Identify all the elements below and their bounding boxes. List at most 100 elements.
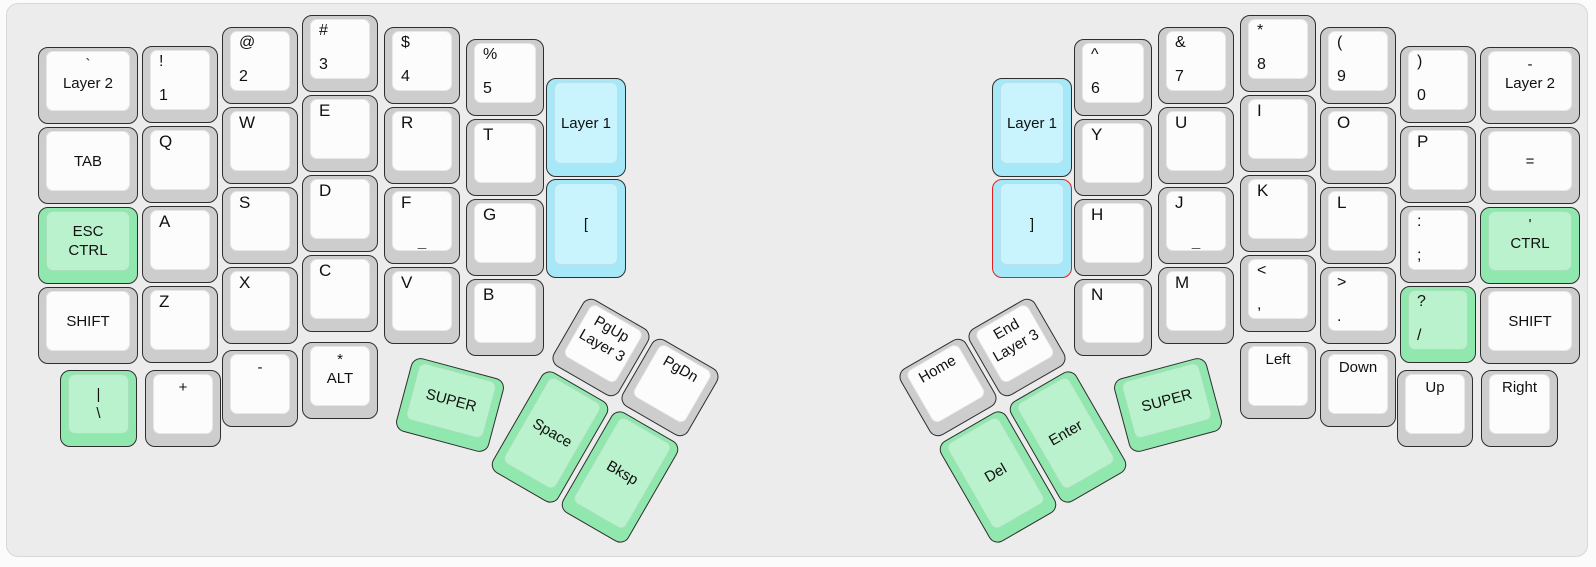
key-v[interactable]: V: [384, 267, 460, 344]
key-label: V: [401, 273, 413, 292]
key-m[interactable]: M: [1158, 267, 1234, 344]
key-label: 3: [319, 56, 328, 73]
key-left-arrow[interactable]: Left: [1240, 342, 1316, 419]
key-label: Layer 1: [560, 114, 612, 132]
key-u[interactable]: U: [1158, 107, 1234, 184]
key-pipe-backslash[interactable]: |\: [60, 370, 137, 447]
key-label: *: [337, 351, 343, 368]
key-p[interactable]: P: [1400, 126, 1476, 203]
key-lparen-9[interactable]: (9: [1320, 27, 1396, 104]
key-w[interactable]: W: [222, 107, 298, 184]
key-minus[interactable]: -: [222, 350, 298, 427]
key-hash-3[interactable]: #3: [302, 15, 378, 92]
keycap-top: Down: [1328, 354, 1388, 414]
keycap-top: *8: [1248, 19, 1308, 79]
key-lbracket[interactable]: [: [546, 179, 626, 278]
homing-bar: _: [417, 233, 427, 250]
key-c[interactable]: C: [302, 255, 378, 332]
key-tab[interactable]: TAB: [38, 127, 138, 204]
key-h[interactable]: H: [1074, 199, 1152, 276]
keycap-top: W: [230, 111, 290, 171]
key-lt-comma[interactable]: <,: [1240, 255, 1316, 332]
key-right-arrow[interactable]: Right: [1481, 370, 1558, 447]
key-a[interactable]: A: [142, 206, 218, 283]
key-amp-7[interactable]: &7: [1158, 27, 1234, 104]
key-label: Bksp: [603, 457, 641, 489]
key-label: Enter: [1045, 416, 1086, 450]
key-y[interactable]: Y: [1074, 119, 1152, 196]
key-x[interactable]: X: [222, 267, 298, 344]
keycap-top: T: [474, 123, 536, 183]
key-label: 0: [1417, 87, 1426, 104]
keycap-top: Left: [1248, 346, 1308, 406]
key-label: ESC: [72, 223, 104, 240]
key-f[interactable]: F_: [384, 187, 460, 264]
key-t[interactable]: T: [466, 119, 544, 196]
keycap-top: Q: [150, 130, 210, 190]
key-label: SUPER: [1139, 385, 1194, 416]
keycap-top: K: [1248, 179, 1308, 239]
key-at-2[interactable]: @2: [222, 27, 298, 104]
key-label: `: [85, 56, 91, 73]
key-layer1-left[interactable]: Layer 1: [546, 78, 626, 177]
keycap-top: Y: [1082, 123, 1144, 183]
key-label: &: [1175, 34, 1186, 51]
key-colon-semicolon[interactable]: :;: [1400, 206, 1476, 283]
keycap-top: #3: [310, 19, 370, 79]
key-equals[interactable]: =: [1480, 127, 1580, 204]
keycap-top: %5: [474, 43, 536, 103]
key-plus[interactable]: +: [145, 370, 221, 447]
key-d[interactable]: D: [302, 175, 378, 252]
key-rbracket[interactable]: ]: [992, 179, 1072, 278]
key-g[interactable]: G: [466, 199, 544, 276]
key-percent-5[interactable]: %5: [466, 39, 544, 116]
key-star-alt[interactable]: *ALT: [302, 342, 378, 419]
key-gt-period[interactable]: >.: [1320, 267, 1396, 344]
key-label: =: [1525, 152, 1535, 170]
key-z[interactable]: Z: [142, 286, 218, 363]
key-label: C: [319, 261, 332, 280]
keycap-top: J_: [1166, 191, 1226, 251]
key-label: L: [1337, 193, 1347, 212]
key-minus-layer2[interactable]: -Layer 2: [1480, 47, 1580, 124]
key-shift-right[interactable]: SHIFT: [1480, 287, 1580, 364]
key-label: E: [319, 101, 331, 120]
key-r[interactable]: R: [384, 107, 460, 184]
key-exclam-1[interactable]: !1: [142, 46, 218, 123]
key-j[interactable]: J_: [1158, 187, 1234, 264]
keycap-top: $4: [392, 31, 452, 91]
key-i[interactable]: I: [1240, 95, 1316, 172]
key-label: Up: [1425, 379, 1445, 396]
key-question-slash[interactable]: ?/: [1400, 286, 1476, 363]
key-label: -: [257, 359, 263, 376]
key-layer2-left[interactable]: `Layer 2: [38, 47, 138, 124]
keycap-top: D: [310, 179, 370, 239]
key-n[interactable]: N: [1074, 279, 1152, 356]
key-l[interactable]: L: [1320, 187, 1396, 264]
key-caret-6[interactable]: ^6: [1074, 39, 1152, 116]
key-layer1-right[interactable]: Layer 1: [992, 78, 1072, 177]
key-rparen-0[interactable]: )0: [1400, 46, 1476, 123]
key-s[interactable]: S: [222, 187, 298, 264]
key-down-arrow[interactable]: Down: [1320, 350, 1396, 427]
key-q[interactable]: Q: [142, 126, 218, 203]
key-star-8[interactable]: *8: [1240, 15, 1316, 92]
key-quote-ctrl[interactable]: 'CTRL: [1480, 207, 1580, 284]
keycap-top: [: [554, 183, 618, 265]
key-label: <: [1257, 262, 1267, 279]
keycap-top: Layer 1: [554, 82, 618, 164]
keycap-top: V: [392, 271, 452, 331]
key-k[interactable]: K: [1240, 175, 1316, 252]
key-dollar-4[interactable]: $4: [384, 27, 460, 104]
key-e[interactable]: E: [302, 95, 378, 172]
keycap-top: )0: [1408, 50, 1468, 110]
keycap-top: 'CTRL: [1488, 211, 1572, 271]
key-shift-left[interactable]: SHIFT: [38, 287, 138, 364]
key-up-arrow[interactable]: Up: [1397, 370, 1473, 447]
key-o[interactable]: O: [1320, 107, 1396, 184]
key-b[interactable]: B: [466, 279, 544, 356]
key-label: X: [239, 273, 251, 292]
keycap-top: -: [230, 354, 290, 414]
